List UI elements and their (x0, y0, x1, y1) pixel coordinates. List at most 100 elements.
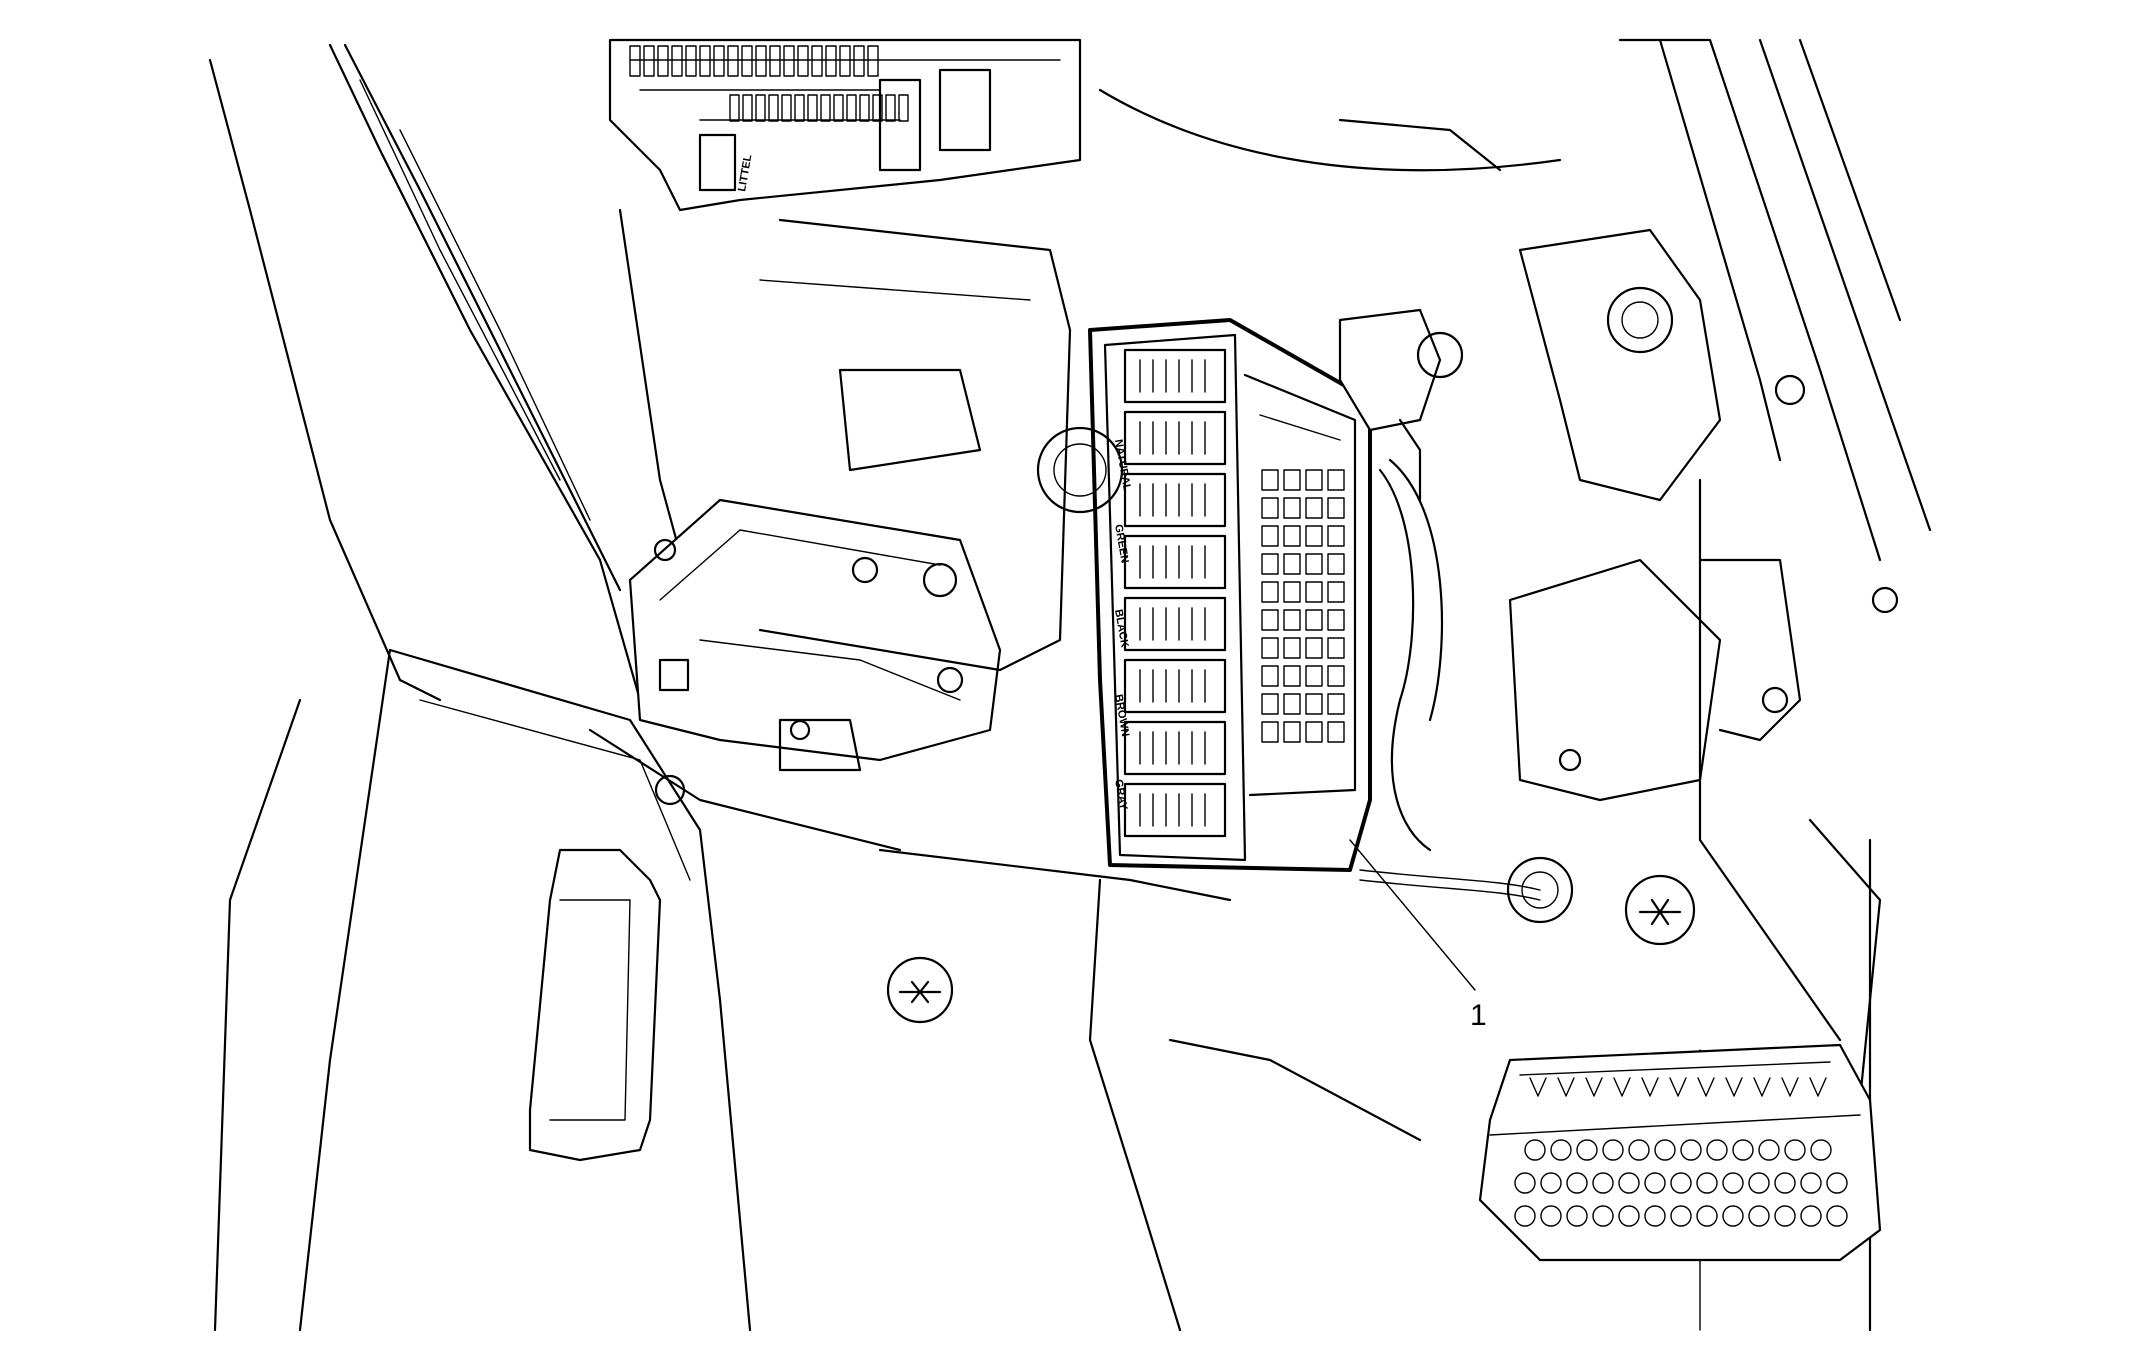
fuse (643, 45, 655, 77)
fuse-row-lower (729, 94, 909, 122)
callout-number: 1 (1470, 999, 1487, 1032)
grid-cell (1305, 665, 1323, 687)
fuse (657, 45, 669, 77)
brake-pedal-arm (1508, 228, 1899, 1042)
fuse (699, 45, 711, 77)
grid-cell (1327, 525, 1345, 547)
grid-cell (1305, 637, 1323, 659)
pedal-pad-holes (1514, 1077, 1848, 1227)
grid-cell (1305, 693, 1323, 715)
fuse (755, 94, 766, 122)
grid-cell (1261, 525, 1279, 547)
fuse (797, 45, 809, 77)
grid-cell (1283, 665, 1301, 687)
pedal-hole (1566, 1172, 1588, 1194)
fuse (811, 45, 823, 77)
connector-slot (1123, 782, 1227, 838)
grid-cell (1283, 609, 1301, 631)
grid-cell (1283, 525, 1301, 547)
fuse (794, 94, 805, 122)
pedal-hole (1514, 1172, 1536, 1194)
bcm-connector-slots (1123, 348, 1227, 838)
fuse (867, 45, 879, 77)
pedal-hole (1774, 1172, 1796, 1194)
fuse (742, 94, 753, 122)
pedal-hole (1592, 1172, 1614, 1194)
fuse (629, 45, 641, 77)
grid-cell (1327, 609, 1345, 631)
pedal-ridge (1725, 1077, 1743, 1097)
connector-label: GREEN (1112, 523, 1131, 564)
fuse (846, 94, 857, 122)
pedal-hole (1540, 1172, 1562, 1194)
pedal-bracket (1338, 308, 1464, 502)
pedal-hole (1696, 1172, 1718, 1194)
callout-1: 1 (1349, 839, 1487, 1032)
fuse (685, 45, 697, 77)
wiring-harness (1359, 458, 1541, 901)
pedal-hole (1732, 1139, 1754, 1161)
connector-slot (1123, 658, 1227, 714)
grid-cell (1327, 469, 1345, 491)
floor-grommet-left (886, 956, 954, 1024)
grid-cell (1283, 497, 1301, 519)
floor-grommet-center (1506, 856, 1574, 924)
pedal-hole (1800, 1172, 1822, 1194)
grid-cell (1261, 497, 1279, 519)
grid-cell (1261, 469, 1279, 491)
grid-cell (1327, 581, 1345, 603)
pedal-hole (1670, 1205, 1692, 1227)
grid-cell (1305, 469, 1323, 491)
fuse (853, 45, 865, 77)
steering-column-support (1098, 38, 1932, 562)
pedal-ridge (1809, 1077, 1827, 1097)
pedal-hole (1644, 1172, 1666, 1194)
grid-cell (1305, 497, 1323, 519)
pedal-hole (1784, 1139, 1806, 1161)
fuse (807, 94, 818, 122)
pedal-hole (1566, 1205, 1588, 1227)
pedal-hole (1670, 1172, 1692, 1194)
grid-cell (1305, 581, 1323, 603)
fuse (783, 45, 795, 77)
fuse (872, 94, 883, 122)
grid-cell (1261, 637, 1279, 659)
fuse (825, 45, 837, 77)
grid-cell (1327, 721, 1345, 743)
grid-cell (1261, 581, 1279, 603)
fuse (859, 94, 870, 122)
kick-panel (298, 648, 902, 1332)
grid-cell (1283, 553, 1301, 575)
floor-grommet-right (1624, 874, 1696, 946)
pedal-hole (1680, 1139, 1702, 1161)
grid-cell (1327, 637, 1345, 659)
pedal-hole (1644, 1205, 1666, 1227)
grid-cell (1283, 693, 1301, 715)
grid-cell (1305, 525, 1323, 547)
mounting-bracket (628, 498, 1002, 772)
pedal-hole (1706, 1139, 1728, 1161)
grid-cell (1305, 609, 1323, 631)
pedal-hole (1628, 1139, 1650, 1161)
connector-slot (1123, 348, 1227, 404)
grid-cell (1261, 609, 1279, 631)
fuse (839, 45, 851, 77)
grid-cell (1305, 721, 1323, 743)
accelerator-pedal-pad (1478, 1043, 1882, 1262)
pedal-hole (1826, 1205, 1848, 1227)
fuse (769, 45, 781, 77)
grid-cell (1261, 721, 1279, 743)
bcm-fuse-grid (1261, 469, 1345, 743)
fuse (898, 94, 909, 122)
grid-cell (1327, 497, 1345, 519)
connector-slot (1123, 596, 1227, 652)
pedal-hole (1618, 1205, 1640, 1227)
pedal-hole (1748, 1205, 1770, 1227)
connector-label: GRAY (1112, 778, 1129, 811)
pedal-hole (1576, 1139, 1598, 1161)
grid-cell (1283, 469, 1301, 491)
pedal-ridge (1529, 1077, 1547, 1097)
fuse (713, 45, 725, 77)
